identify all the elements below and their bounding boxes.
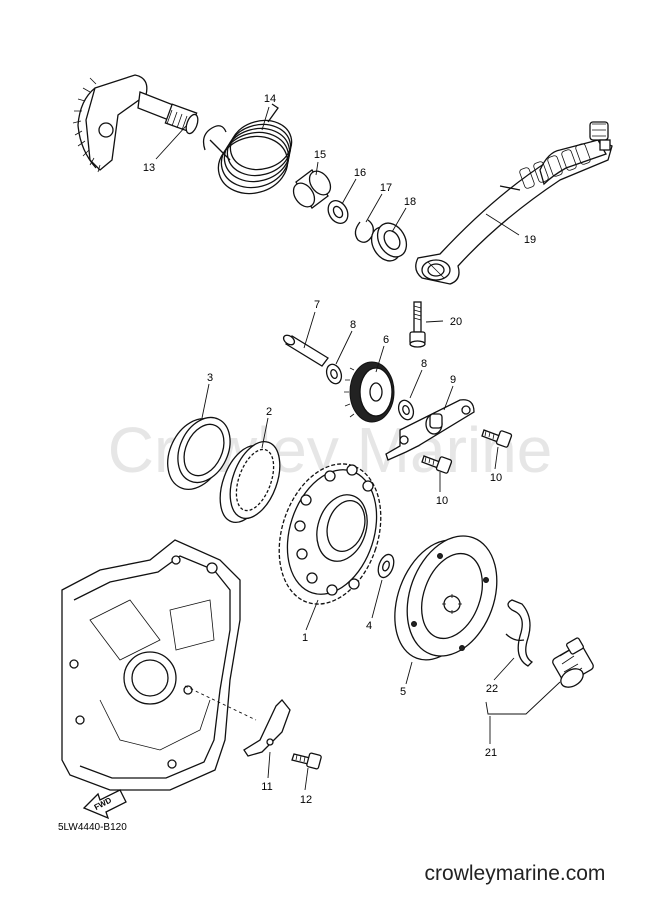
crank-pedal-grip: [519, 143, 591, 189]
torsion-spring-part-14: [202, 103, 293, 195]
idle-gear-part-6: [344, 361, 395, 423]
callout-16: 16: [354, 167, 366, 179]
kick-crank-part-19: [415, 121, 613, 285]
bolt-part-10-left: [421, 455, 453, 474]
circlip-part-17: [354, 219, 374, 243]
callout-11: 11: [261, 781, 272, 793]
sector-gear-teeth: [72, 77, 101, 173]
callout-18: 18: [404, 196, 416, 208]
callout-labels: 13 14 15 16 17 18 19 20 7 8 6 8 9 10 10 …: [143, 93, 536, 806]
diagram-code: 5LW4440-B120: [58, 822, 127, 833]
bolt-part-20: [409, 301, 426, 348]
rotor-part-5: [394, 535, 498, 661]
callout-20: 20: [450, 316, 462, 328]
washer-part-4: [377, 553, 395, 579]
callout-13: 13: [143, 162, 155, 174]
callout-7: 7: [314, 299, 320, 311]
bolt-part-10-right: [481, 429, 513, 448]
washer-part-16: [327, 200, 349, 224]
one-way-clutch-part-2: [219, 441, 281, 523]
bolt-part-12: [291, 752, 322, 770]
plate-part-9: [385, 399, 475, 461]
washer-part-8-lower: [397, 399, 415, 421]
callout-3: 3: [207, 372, 213, 384]
callout-1: 1: [302, 632, 308, 644]
crankcase-outline: [61, 539, 241, 791]
starter-pinion-part-21: [552, 637, 594, 688]
kick-shaft-part-13: [72, 74, 199, 173]
leader-lines: [155, 106, 561, 791]
bushing-part-15: [292, 169, 332, 209]
callout-2: 2: [266, 406, 272, 418]
callout-15: 15: [314, 149, 326, 161]
callout-10-right: 10: [490, 472, 502, 484]
starter-wheel-gear-part-1: [278, 463, 382, 605]
pin-part-7: [282, 334, 329, 367]
callout-9: 9: [450, 374, 456, 386]
website-url[interactable]: crowleymarine.com: [425, 862, 606, 885]
callout-4: 4: [366, 620, 372, 632]
fwd-arrow: FWD: [82, 789, 127, 820]
callout-22: 22: [486, 683, 498, 695]
callout-8-lower: 8: [421, 358, 427, 370]
callout-21: 21: [485, 747, 497, 759]
callout-10-left: 10: [436, 495, 448, 507]
oil-seal-part-18: [370, 222, 408, 262]
callout-12: 12: [300, 794, 312, 806]
plate-part-11: [243, 699, 291, 757]
washer-part-8-upper: [325, 363, 343, 385]
gear-holes: [294, 464, 374, 596]
callout-6: 6: [383, 334, 389, 346]
ring-part-3: [167, 416, 231, 490]
callout-5: 5: [400, 686, 406, 698]
callout-14: 14: [264, 93, 276, 105]
spring-clip-part-22: [505, 599, 534, 667]
callout-8-upper: 8: [350, 319, 356, 331]
callout-17: 17: [380, 182, 392, 194]
callout-19: 19: [524, 234, 536, 246]
